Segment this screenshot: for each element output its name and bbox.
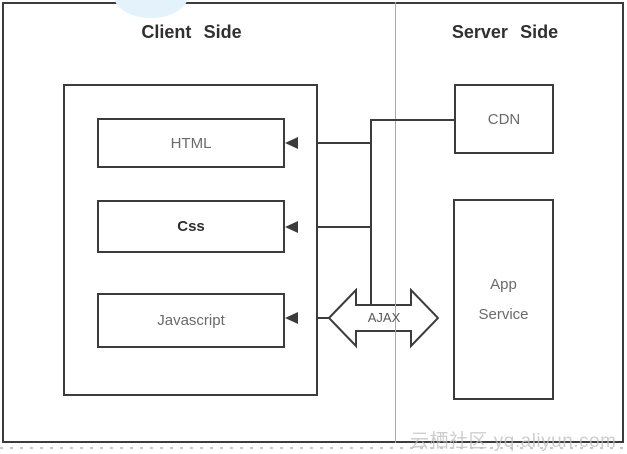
vertical-connector-line	[370, 119, 372, 318]
server-side-title: Server Side	[451, 22, 559, 42]
app-service-box: App Service	[453, 199, 554, 400]
app-service-label-line2: Service	[478, 305, 529, 323]
arrow-line-to-css	[296, 226, 372, 228]
decorative-ellipse	[114, 0, 188, 18]
html-box: HTML	[97, 118, 285, 168]
ajax-label: AJAX	[367, 310, 401, 325]
client-server-divider-overlay	[395, 291, 396, 345]
watermark: 云栖社区 yq.aliyun.com	[410, 431, 617, 452]
arrow-line-to-html	[296, 142, 372, 144]
arrowhead-to-css	[285, 221, 298, 233]
arrowhead-to-javascript	[285, 312, 298, 324]
client-server-divider	[395, 2, 396, 443]
client-side-title: Client Side	[141, 22, 242, 42]
css-box: Css	[97, 200, 285, 253]
javascript-box: Javascript	[97, 293, 285, 348]
arrowhead-to-html	[285, 137, 298, 149]
cdn-connector-line	[371, 119, 454, 121]
app-service-label-line1: App	[490, 275, 517, 293]
ajax-double-arrow	[328, 288, 439, 349]
diagram-frame	[2, 2, 624, 443]
grid-dotted-line	[0, 447, 627, 449]
cdn-box: CDN	[454, 84, 554, 154]
